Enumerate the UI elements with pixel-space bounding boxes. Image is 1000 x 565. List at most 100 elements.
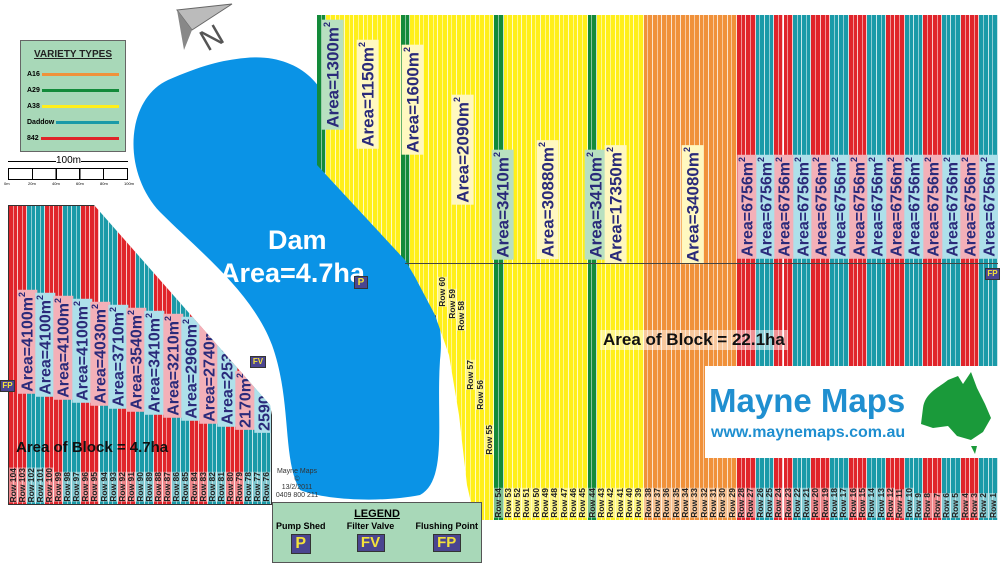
row-stripe xyxy=(811,15,821,520)
row-label: Row 54 xyxy=(493,488,504,518)
row-stripe xyxy=(988,15,998,520)
area-unit-squared: 2 xyxy=(904,157,915,163)
north-arrow-icon: N xyxy=(172,0,242,62)
row-stripe xyxy=(559,15,569,520)
flushing-point-marker-right: FP xyxy=(985,268,1000,280)
row-stripe xyxy=(494,15,504,520)
area-unit-squared: 2 xyxy=(755,157,766,163)
area-value: Area=30880m xyxy=(538,147,558,258)
row-label: Row 30 xyxy=(717,488,728,518)
variety-swatch xyxy=(56,120,119,124)
flushing-point-marker-left: FP xyxy=(0,380,15,392)
area-unit-squared: 2 xyxy=(811,157,822,163)
row-stripe xyxy=(652,15,663,520)
row-stripe xyxy=(503,15,513,520)
row-stripe xyxy=(802,15,812,520)
area-unit-squared: 2 xyxy=(357,42,367,48)
row-label: Row 42 xyxy=(605,488,616,518)
row-stripe xyxy=(512,15,523,520)
area-label: Area=2090m2 xyxy=(452,95,474,205)
scale-tick-label: 20m xyxy=(28,181,36,186)
row-stripe xyxy=(447,15,457,520)
variety-swatch xyxy=(41,72,119,76)
row-stripe xyxy=(522,15,532,520)
row-stripe xyxy=(419,15,429,520)
area-value: Area=34080m xyxy=(683,152,703,263)
area-value: Area=3410m xyxy=(493,157,513,258)
area-unit-squared: 2 xyxy=(35,295,46,301)
area-value: Area=3410m xyxy=(146,318,164,413)
row-stripe xyxy=(830,15,840,520)
variety-item: Daddow xyxy=(21,114,125,130)
row-stripe xyxy=(755,15,765,520)
area-value: Area=1300m xyxy=(323,27,343,128)
variety-item: A16 xyxy=(21,66,125,82)
scale-tick-label: 40m xyxy=(52,181,60,186)
area-value: Area=6756m xyxy=(888,162,906,257)
row-stripe xyxy=(923,15,933,520)
row-stripe xyxy=(643,15,653,520)
area-value: Area=2090m xyxy=(453,102,473,203)
area-label: Area=3210m2 xyxy=(162,314,183,418)
row-label: Row 58 xyxy=(455,301,466,331)
row-stripe xyxy=(671,15,681,520)
row-stripe xyxy=(475,15,485,520)
legend-label: Flushing Point xyxy=(415,521,478,531)
area-label: Area=17350m2 xyxy=(605,145,627,265)
row-label: Row 57 xyxy=(465,360,476,390)
pump-shed-marker: P xyxy=(354,276,368,289)
row-label: Row 51 xyxy=(521,488,532,518)
area-label: Area=1150m2 xyxy=(357,40,379,149)
area-unit-squared: 2 xyxy=(941,157,952,163)
row-stripe xyxy=(615,15,625,520)
row-stripe xyxy=(904,15,915,520)
area-value: Area=4100m xyxy=(37,300,55,395)
area-value: Area=4030m xyxy=(92,309,110,404)
row-stripe xyxy=(606,15,616,520)
area-value: Area=1600m xyxy=(403,52,423,153)
row-stripe xyxy=(895,15,905,520)
area-value: Area=3710m xyxy=(110,312,128,407)
area-label: Area=6756m2 xyxy=(904,155,925,259)
row-label: Row 76 xyxy=(261,472,272,502)
row-stripe xyxy=(867,15,877,520)
area-label: Area=1600m2 xyxy=(402,45,424,155)
area-value: Area=6756m xyxy=(981,162,998,257)
row-stripe xyxy=(792,15,803,520)
variety-name: Daddow xyxy=(27,118,55,126)
row-stripe xyxy=(764,15,775,520)
legend-label: Pump Shed xyxy=(276,521,326,531)
area-label: Area=6756m2 xyxy=(755,155,776,259)
row-stripe xyxy=(876,15,887,520)
left-block-area: Area of Block = 4.7ha xyxy=(16,439,169,456)
row-stripe xyxy=(531,15,541,520)
area-unit-squared: 2 xyxy=(830,157,840,163)
legend-title: LEGEND xyxy=(354,508,400,520)
area-unit-squared: 2 xyxy=(402,47,412,53)
row-stripe xyxy=(951,15,961,520)
variety-name: A16 xyxy=(27,70,40,78)
scale-tick-label: 100m xyxy=(124,181,135,186)
area-label: Area=6756m2 xyxy=(978,155,998,259)
area-label: Area=6756m2 xyxy=(737,155,758,259)
row-stripe xyxy=(568,15,579,520)
variety-name: 842 xyxy=(27,134,39,142)
logo-name: Mayne Maps xyxy=(709,382,906,419)
row-stripe xyxy=(886,15,896,520)
variety-swatch xyxy=(40,136,119,140)
row-stripe xyxy=(960,15,971,520)
area-label: Area=30880m2 xyxy=(537,140,559,260)
area-label: Area=4100m2 xyxy=(53,296,74,400)
area-label: Area=6756m2 xyxy=(830,155,851,259)
area-value: Area=4100m xyxy=(73,306,91,401)
scale-bar-label: 100m xyxy=(56,155,82,166)
credit-date: 13/2/2011 xyxy=(281,484,313,491)
row-stripe xyxy=(690,15,700,520)
variety-name: A29 xyxy=(27,86,40,94)
area-unit-squared: 2 xyxy=(71,301,82,307)
area-unit-squared: 2 xyxy=(774,157,785,163)
row-stripe xyxy=(942,15,952,520)
